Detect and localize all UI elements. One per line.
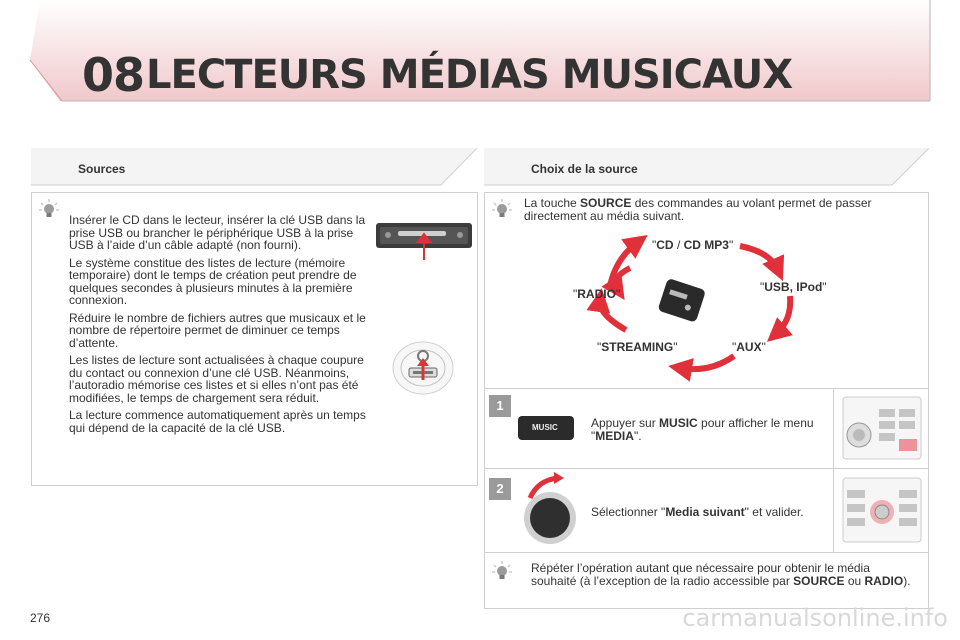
sources-paragraph: La lecture commence automatiquement aprè… [69,408,366,435]
source-cd: "CD / CD MP3" [652,238,734,252]
sources-paragraph: Insérer le CD dans le lecteur, insérer l… [69,213,366,252]
source-intro-text: La touche SOURCE des commandes au volant… [524,197,914,222]
step-1-text: Appuyer sur MUSIC pour afficher le menu … [591,416,814,443]
intro-text: La touche [524,196,581,210]
lightbulb-icon [492,561,512,579]
source-aux: "AUX" [732,340,766,354]
lightbulb-icon [492,199,512,217]
source-choice-heading: Choix de la source [531,162,638,176]
chapter-header-band [29,0,931,102]
chapter-number: 08 [82,48,145,102]
intro-text: des commandes au volant permet de passer… [524,196,872,223]
step-2-badge: 2 [489,478,511,500]
lightbulb-icon [39,199,59,217]
source-streaming: "STREAMING" [597,340,678,354]
sources-heading-band [31,148,477,186]
divider [833,388,834,552]
source-keyword: SOURCE [580,196,632,210]
watermark: carmanualsonline.info [682,604,948,632]
divider [484,388,928,389]
divider [484,468,928,469]
sources-heading: Sources [78,162,126,176]
source-radio: "RADIO" [573,287,621,301]
radio-knob-illustration [842,477,922,543]
step-1-badge: 1 [489,395,511,417]
sources-text: Insérer le CD dans le lecteur, insérer l… [69,214,374,439]
cycle-arrow [766,295,794,342]
source-cycle-diagram [586,234,794,382]
chapter-title: LECTEURS MÉDIAS MUSICAUX [146,52,793,98]
sources-paragraph: Le système constitue des listes de lectu… [69,255,357,307]
cd-slot-illustration [376,223,472,260]
step-2-text: Sélectionner "Media suivant" et valider. [591,505,804,519]
repeat-note: Répéter l’opération autant que nécessair… [531,561,911,588]
select-knob-illustration [524,472,576,544]
sources-paragraph: Réduire le nombre de fichiers autres que… [69,310,366,350]
cycle-arrow [601,265,632,300]
sources-paragraph: Les listes de lecture sont actualisées à… [69,353,364,405]
cycle-arrow [739,243,785,281]
usb-socket-illustration [392,341,454,395]
cycle-arrow [668,353,736,382]
cycle-arrow [586,288,628,333]
radio-panel-illustration [842,396,922,460]
music-button: MUSIC [518,416,574,440]
source-usb: "USB, IPod" [760,280,827,294]
divider [484,552,928,553]
source-choice-heading-band [484,148,929,186]
cycle-arrow [607,234,648,287]
sources-panel [31,192,478,486]
page-number: 276 [30,611,51,625]
